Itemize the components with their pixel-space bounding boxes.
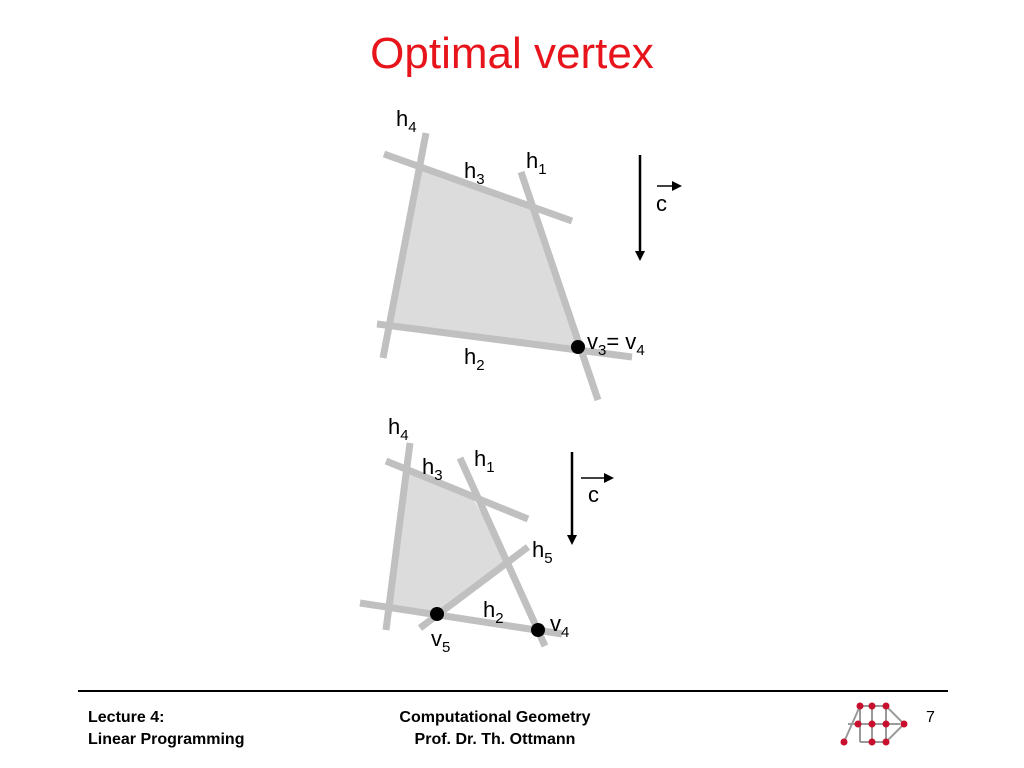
feasible-region-top xyxy=(390,168,578,347)
footer-divider xyxy=(78,690,948,692)
label-h1-bottom: h1 xyxy=(474,446,495,476)
footer-lecture-topic: Linear Programming xyxy=(88,731,245,748)
footer-lecture-number: Lecture 4: xyxy=(88,709,165,726)
halfplane-h2-bottom xyxy=(359,599,563,638)
feasible-region-bottom xyxy=(391,471,510,614)
bottom-diagram: h4 h3 h1 h5 h2 c v4 v5 xyxy=(359,414,614,656)
vertex-v5 xyxy=(430,607,444,621)
label-h1-top: h1 xyxy=(526,148,547,178)
vertex-v4 xyxy=(531,623,545,637)
footer-lecture-info: Lecture 4: Linear Programming xyxy=(88,707,244,751)
top-diagram: h4 h3 h1 h2 c v3= v4 xyxy=(376,106,682,402)
label-h4-bottom: h4 xyxy=(388,414,409,444)
label-h5-bottom: h5 xyxy=(532,537,553,567)
page-number: 7 xyxy=(926,709,935,726)
label-v4-bottom: v4 xyxy=(550,611,569,641)
label-h2-top: h2 xyxy=(464,344,485,374)
halfplane-h3-top xyxy=(382,150,574,225)
graph-logo-icon xyxy=(840,702,908,746)
halfplane-h4-top xyxy=(379,132,430,359)
label-v5-bottom: v5 xyxy=(431,626,450,656)
halfplane-h4-bottom xyxy=(382,442,414,631)
footer-course-info: Computational Geometry Prof. Dr. Th. Ott… xyxy=(360,707,630,751)
optimal-vertex-v3-v4 xyxy=(571,340,585,354)
label-c-top: c xyxy=(656,191,667,216)
footer-professor: Prof. Dr. Th. Ottmann xyxy=(414,731,576,748)
label-h4-top: h4 xyxy=(396,106,417,136)
label-h3-top: h3 xyxy=(464,158,485,188)
label-h3-bottom: h3 xyxy=(422,454,443,484)
footer-course-name: Computational Geometry xyxy=(399,709,591,726)
slide-title: Optimal vertex xyxy=(370,29,654,78)
label-c-bottom: c xyxy=(588,482,599,507)
halfplane-h1-bottom xyxy=(456,456,549,648)
halfplane-h2-top xyxy=(376,320,633,361)
halfplane-h1-top xyxy=(517,170,602,402)
label-h2-bottom: h2 xyxy=(483,597,504,627)
label-vertex-v3-v4: v3= v4 xyxy=(587,329,645,359)
